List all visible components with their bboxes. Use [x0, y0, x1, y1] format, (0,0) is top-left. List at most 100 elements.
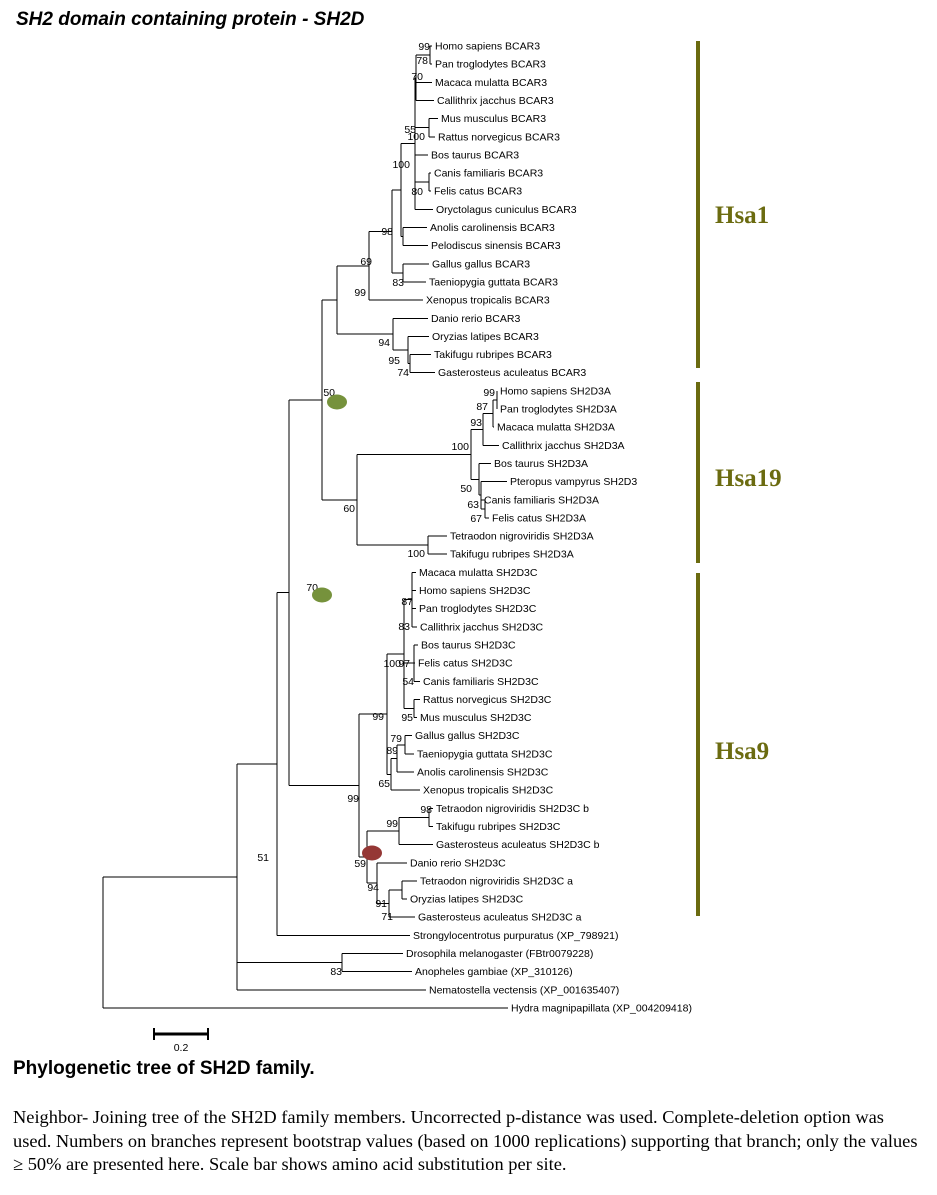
leaf-label: Callithrix jacchus BCAR3 [437, 95, 554, 107]
leaf-label: Felis catus BCAR3 [434, 186, 522, 198]
leaf-label: Strongylocentrotus purpuratus (XP_798921… [413, 930, 618, 942]
leaf-label: Gallus gallus BCAR3 [432, 258, 530, 270]
leaf-label: Xenopus tropicalis BCAR3 [426, 295, 550, 307]
leaf-label: Macaca mulatta SH2D3A [497, 422, 615, 434]
leaf-label: Anolis carolinensis BCAR3 [430, 222, 555, 234]
leaf-label: Xenopus tropicalis SH2D3C [423, 785, 554, 797]
node-marker-green [312, 587, 332, 603]
clade-label: Hsa9 [715, 738, 769, 765]
leaf-label: Rattus norvegicus SH2D3C [423, 694, 552, 706]
leaf-label: Tetraodon nigroviridis SH2D3C b [436, 803, 589, 815]
leaf-label: Taeniopygia guttata SH2D3C [417, 748, 553, 760]
leaf-label: Pan troglodytes SH2D3C [419, 603, 537, 615]
leaf-label: Danio rerio BCAR3 [431, 313, 520, 325]
leaf-label: Homo sapiens SH2D3C [419, 585, 531, 597]
bootstrap-value: 67 [470, 513, 482, 525]
leaf-label: Drosophila melanogaster (FBtr0079228) [406, 948, 593, 960]
bootstrap-value: 98 [381, 226, 393, 238]
bootstrap-value: 83 [392, 277, 404, 289]
bootstrap-value: 51 [257, 852, 269, 864]
bootstrap-value: 50 [323, 387, 335, 399]
leaf-label: Bos taurus SH2D3C [421, 639, 516, 651]
bootstrap-value: 99 [418, 41, 430, 53]
bootstrap-value: 99 [372, 711, 384, 723]
clade-label: Hsa1 [715, 202, 769, 229]
bootstrap-value: 59 [354, 858, 366, 870]
leaf-label: Mus musculus BCAR3 [441, 113, 546, 125]
leaf-label: Macaca mulatta BCAR3 [435, 77, 547, 89]
leaf-label: Rattus norvegicus BCAR3 [438, 131, 560, 143]
leaf-label: Callithrix jacchus SH2D3C [420, 621, 544, 633]
leaf-label: Canis familiaris BCAR3 [434, 168, 543, 180]
bootstrap-value: 100 [383, 658, 401, 670]
bootstrap-value: 95 [401, 712, 413, 724]
leaf-label: Gasterosteus aculeatus BCAR3 [438, 367, 586, 379]
bootstrap-value: 79 [390, 733, 402, 745]
bootstrap-value: 94 [367, 882, 379, 894]
clade-label: Hsa19 [715, 465, 782, 492]
bootstrap-value: 60 [343, 503, 355, 515]
leaf-label: Oryzias latipes BCAR3 [432, 331, 539, 343]
bootstrap-value: 80 [411, 186, 423, 198]
bootstrap-value: 97 [398, 658, 410, 670]
bootstrap-value: 83 [330, 966, 342, 978]
leaf-label: Tetraodon nigroviridis SH2D3C a [420, 875, 573, 887]
leaf-label: Takifugu rubripes SH2D3A [450, 549, 574, 561]
bootstrap-value: 91 [375, 898, 387, 910]
leaf-label: Pan troglodytes SH2D3A [500, 404, 617, 416]
leaf-label: Callithrix jacchus SH2D3A [502, 440, 625, 452]
leaf-label: Oryctolagus cuniculus BCAR3 [436, 204, 577, 216]
leaf-label: Felis catus SH2D3C [418, 658, 513, 670]
leaf-label: Pan troglodytes BCAR3 [435, 59, 546, 71]
leaf-label: Taeniopygia guttata BCAR3 [429, 276, 558, 288]
figure-caption: Neighbor- Joining tree of the SH2D famil… [13, 1107, 918, 1175]
bootstrap-value: 100 [451, 441, 469, 453]
bootstrap-value: 65 [378, 778, 390, 790]
leaf-label: Nematostella vectensis (XP_001635407) [429, 984, 619, 996]
bootstrap-value: 83 [398, 621, 410, 633]
leaf-label: Homo sapiens SH2D3A [500, 385, 611, 397]
node-marker-red [362, 845, 382, 861]
bootstrap-value: 93 [470, 417, 482, 429]
bootstrap-value: 69 [360, 256, 372, 268]
bootstrap-value: 99 [483, 387, 495, 399]
bootstrap-value: 78 [416, 55, 428, 67]
leaf-label: Gasterosteus aculeatus SH2D3C b [436, 839, 600, 851]
leaf-label: Pelodiscus sinensis BCAR3 [431, 240, 561, 252]
leaf-label: Canis familiaris SH2D3C [423, 676, 539, 688]
leaf-label: Anopheles gambiae (XP_310126) [415, 966, 573, 978]
leaf-label: Gasterosteus aculeatus SH2D3C a [418, 912, 582, 924]
leaf-label: Felis catus SH2D3A [492, 512, 586, 524]
leaf-label: Danio rerio SH2D3C [410, 857, 506, 869]
leaf-label: Takifugu rubripes BCAR3 [434, 349, 552, 361]
bootstrap-value: 70 [306, 582, 318, 594]
bootstrap-value: 94 [378, 337, 390, 349]
bootstrap-value: 70 [411, 71, 423, 83]
leaf-label: Tetraodon nigroviridis SH2D3A [450, 531, 594, 543]
bootstrap-value: 99 [347, 793, 359, 805]
bootstrap-value: 99 [386, 818, 398, 830]
bootstrap-value: 71 [381, 911, 393, 923]
figure-title: Phylogenetic tree of SH2D family. [13, 1058, 315, 1079]
bootstrap-value: 89 [386, 745, 398, 757]
leaf-label: Anolis carolinensis SH2D3C [417, 767, 549, 779]
leaf-label: Oryzias latipes SH2D3C [410, 894, 524, 906]
bootstrap-value: 50 [460, 483, 472, 495]
leaf-label: Hydra magnipapillata (XP_004209418) [511, 1002, 692, 1014]
leaf-label: Bos taurus BCAR3 [431, 149, 519, 161]
bootstrap-value: 100 [407, 131, 425, 143]
bootstrap-value: 55 [404, 124, 416, 136]
leaf-label: Homo sapiens BCAR3 [435, 41, 540, 53]
leaf-label: Gallus gallus SH2D3C [415, 730, 520, 742]
bootstrap-value: 98 [420, 804, 432, 816]
node-marker-green [327, 394, 347, 410]
bootstrap-value: 95 [388, 355, 400, 367]
bootstrap-value: 54 [402, 676, 414, 688]
leaf-label: Pteropus vampyrus SH2D3 [510, 476, 637, 488]
leaf-label: Mus musculus SH2D3C [420, 712, 532, 724]
leaf-label: Bos taurus SH2D3A [494, 458, 588, 470]
leaf-label: Canis familiaris SH2D3A [484, 494, 599, 506]
page-title: SH2 domain containing protein - SH2D [16, 9, 365, 30]
bootstrap-value: 100 [392, 159, 410, 171]
